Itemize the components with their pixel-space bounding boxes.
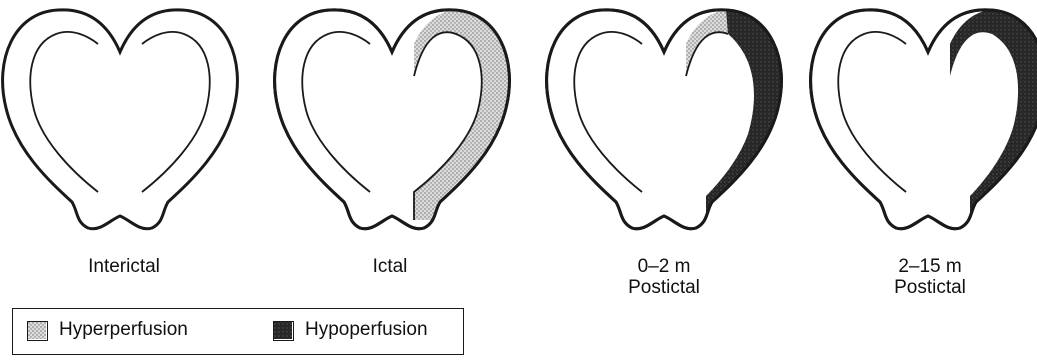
- hypoperfusion-label: Hypoperfusion: [305, 319, 428, 341]
- hyperperfusion-label: Hyperperfusion: [59, 319, 188, 341]
- caption-line-1: Ictal: [290, 256, 490, 277]
- brain-panel-ictal: [275, 10, 510, 229]
- legend: Hyperperfusion Hypoperfusion: [12, 308, 464, 355]
- hypoperfusion-swatch: [273, 321, 294, 341]
- brain-panel-postictal-late: [811, 10, 1037, 229]
- caption-postictal-early: 0–2 m Postictal: [564, 256, 764, 298]
- caption-interictal: Interictal: [24, 256, 224, 277]
- caption-line-2: Postictal: [830, 277, 1030, 298]
- caption-postictal-late: 2–15 m Postictal: [830, 256, 1030, 298]
- caption-line-1: 0–2 m: [564, 256, 764, 277]
- caption-line-1: 2–15 m: [830, 256, 1030, 277]
- hyperperfusion-swatch: [27, 321, 48, 341]
- caption-line-1: Interictal: [24, 256, 224, 277]
- brain-panel-interictal: [3, 10, 238, 229]
- caption-line-2: Postictal: [564, 277, 764, 298]
- caption-ictal: Ictal: [290, 256, 490, 277]
- brain-panel-postictal-early: [547, 10, 782, 229]
